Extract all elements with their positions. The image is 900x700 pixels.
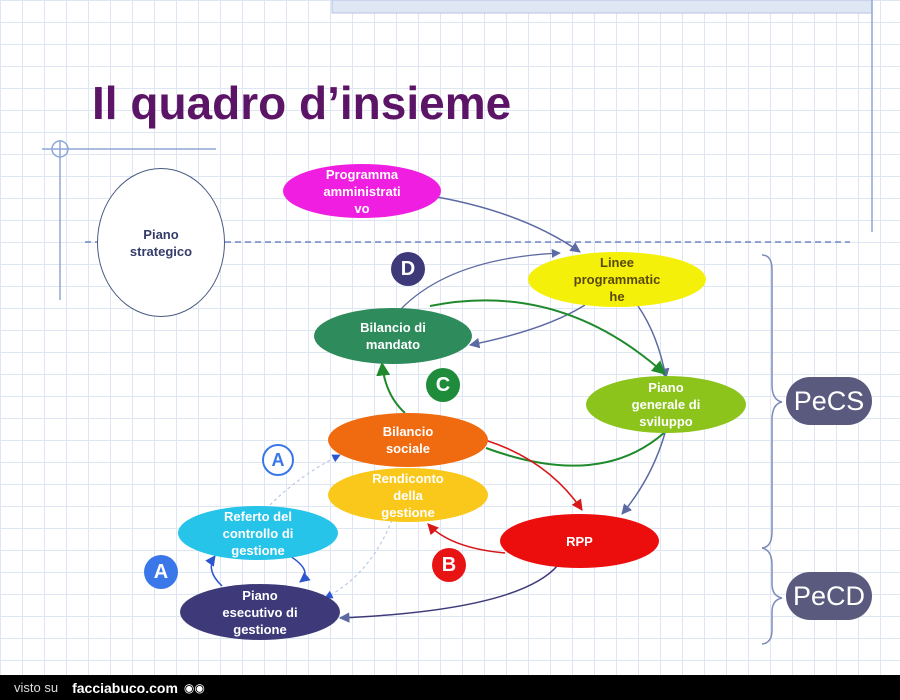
node-rendiconto-della-gestione: Rendiconto della gestione	[328, 468, 488, 522]
edge-sociale-to-mandato	[376, 361, 406, 414]
edge-referto-to-sociale	[269, 454, 341, 506]
eyes-icon: ◉◉	[183, 680, 205, 695]
badge-b: B	[432, 548, 466, 582]
badge-a-outlined: A	[262, 444, 294, 476]
edge-peg-to-referto	[205, 555, 223, 587]
node-bilancio-sociale: Bilancio sociale	[328, 413, 488, 467]
edge-rendiconto-to-peg	[324, 519, 393, 599]
node-label: Bilancio di mandato	[360, 320, 426, 352]
badge-d: D	[391, 252, 425, 286]
edge-piano-generale-to-rpp	[621, 432, 666, 515]
badge-a: A	[144, 555, 178, 589]
edge-programma-to-linee	[424, 194, 581, 253]
node-label: Linee programmatic he	[573, 255, 661, 304]
slide-title: Il quadro d’insieme	[92, 77, 512, 129]
node-programma-amministrativo: Programma amministrati vo	[283, 164, 441, 218]
node-bilancio-di-mandato: Bilancio di mandato	[314, 308, 472, 364]
crosshair-circle	[51, 140, 69, 158]
node-referto-del-controllo-di-gestione: Referto del controllo di gestione	[178, 506, 338, 560]
node-piano-generale-di-sviluppo: Piano generale di sviluppo	[586, 376, 746, 433]
node-label: Referto del controllo di gestione	[222, 508, 294, 558]
edge-sociale-green-loop	[485, 431, 666, 467]
node-rpp: RPP	[500, 514, 659, 568]
brace-pecs	[761, 254, 783, 549]
top-band	[331, 0, 873, 14]
node-label: Programma amministrati vo	[323, 166, 401, 216]
node-label: RPP	[566, 533, 593, 549]
footer-bar: visto su facciabuco.com ◉◉	[0, 675, 900, 700]
edge-d-arc	[399, 248, 561, 311]
node-label: Rendiconto della gestione	[372, 470, 444, 520]
edge-linee-to-piano-generale	[637, 305, 670, 380]
label-pecd: PeCD	[786, 572, 872, 620]
edge-sociale-to-rpp	[484, 439, 583, 511]
footer-visto-label: visto su	[14, 680, 59, 695]
node-piano-strategico: Piano strategico	[97, 168, 225, 317]
edge-rpp-to-rendiconto	[427, 523, 506, 554]
node-label: Piano esecutivo di gestione	[222, 587, 298, 637]
badge-c: C	[426, 368, 460, 402]
edge-linee-to-bilancio-mandato	[468, 304, 586, 349]
edge-rpp-to-peg	[338, 564, 559, 623]
edge-mandato-to-piano-generale	[429, 299, 667, 375]
node-label: Bilancio sociale	[382, 424, 434, 456]
footer-brand-link[interactable]: facciabuco.com	[72, 679, 178, 696]
label-pecs: PeCS	[786, 377, 872, 425]
node-label: Piano generale di sviluppo	[631, 380, 701, 429]
brace-pecd	[761, 547, 783, 645]
node-linee-programmatiche: Linee programmatic he	[528, 252, 706, 307]
node-label: Piano strategico	[129, 226, 193, 259]
node-piano-esecutivo-di-gestione: Piano esecutivo di gestione	[180, 584, 340, 640]
